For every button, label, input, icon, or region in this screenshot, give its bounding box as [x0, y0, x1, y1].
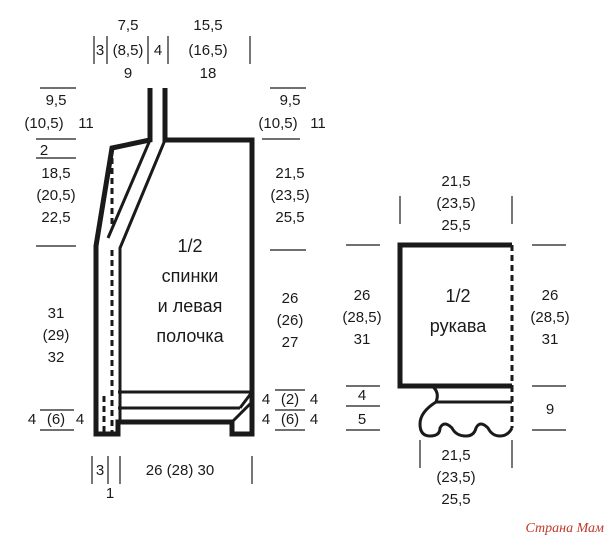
shoulder-left-b: (10,5): [24, 115, 63, 132]
top-mid-measure-b: (8,5): [113, 42, 144, 59]
back-title-line3: и левая: [158, 296, 223, 316]
right-arm-c: 25,5: [275, 209, 304, 226]
left-body-c: 32: [48, 349, 65, 366]
left-hem-a: 4: [28, 411, 36, 428]
back-top-ticks: [93, 36, 251, 64]
right-hem2-b: (6): [281, 411, 299, 428]
sleeve-title-line1: 1/2: [445, 286, 470, 306]
top-right-measure-b: (16,5): [188, 42, 227, 59]
right-arm-b: (23,5): [270, 187, 309, 204]
shoulder-right-a: 9,5: [280, 92, 301, 109]
shoulder-right-b: (10,5): [258, 115, 297, 132]
left-neck-c: 22,5: [41, 209, 70, 226]
sleeve-title-line2: рукава: [430, 316, 487, 336]
back-title-line4: полочка: [156, 326, 224, 346]
bottom-measure-c: 26 (28) 30: [146, 462, 214, 479]
shoulder-right-c: 11: [310, 115, 326, 132]
sleeve-left-b: (28,5): [342, 309, 381, 326]
shoulder-left-c: 11: [78, 115, 94, 132]
back-title-line2: спинки: [162, 266, 219, 286]
sleeve-right-b: (28,5): [530, 309, 569, 326]
sleeve-left-a: 26: [354, 287, 371, 304]
sleeve-bottom-b: (23,5): [436, 469, 475, 486]
sleeve-right-a: 26: [542, 287, 559, 304]
sleeve-top-a: 21,5: [441, 173, 470, 190]
top-right-measure-c: 18: [200, 65, 217, 82]
bottom-measure-b: 1: [106, 485, 114, 502]
sleeve-outline: [397, 242, 514, 438]
shoulder-left-a: 9,5: [46, 92, 67, 109]
top-right-measure-a: 15,5: [193, 17, 222, 34]
sleeve-cuff-right: 9: [546, 401, 554, 418]
top-left-measure: 3: [96, 42, 104, 59]
left-neck-a: 18,5: [41, 165, 70, 182]
sleeve-right-c: 31: [542, 331, 559, 348]
sleeve-top-c: 25,5: [441, 217, 470, 234]
left-body-b: (29): [43, 327, 70, 344]
left-body-a: 31: [48, 305, 65, 322]
right-body-c: 27: [282, 334, 299, 351]
top-mid-measure-d: 4: [154, 42, 162, 59]
right-arm-a: 21,5: [275, 165, 304, 182]
sleeve-top-b: (23,5): [436, 195, 475, 212]
sleeve-bottom-c: 25,5: [441, 491, 470, 508]
back-title-line1: 1/2: [177, 236, 202, 256]
sleeve-left-c: 31: [354, 331, 371, 348]
right-hem1-c: 4: [310, 391, 318, 408]
back-piece-outline: [93, 88, 255, 437]
right-body-b: (26): [277, 312, 304, 329]
right-hem1-a: 4: [262, 391, 270, 408]
bottom-measure-a: 3: [96, 462, 104, 479]
left-hem-c: 4: [76, 411, 84, 428]
top-mid-measure-a: 7,5: [118, 17, 139, 34]
left-neck-b: (20,5): [36, 187, 75, 204]
right-hem2-a: 4: [262, 411, 270, 428]
right-hem2-c: 4: [310, 411, 318, 428]
right-body-a: 26: [282, 290, 299, 307]
watermark: Страна Мам: [526, 521, 605, 536]
sleeve-cuff-a: 4: [358, 387, 366, 404]
right-hem1-b: (2): [281, 391, 299, 408]
left-two: 2: [40, 142, 48, 159]
left-hem-b: (6): [47, 411, 65, 428]
sleeve-cuff-b: 5: [358, 411, 366, 428]
sleeve-bottom-a: 21,5: [441, 447, 470, 464]
top-mid-measure-c: 9: [124, 65, 132, 82]
